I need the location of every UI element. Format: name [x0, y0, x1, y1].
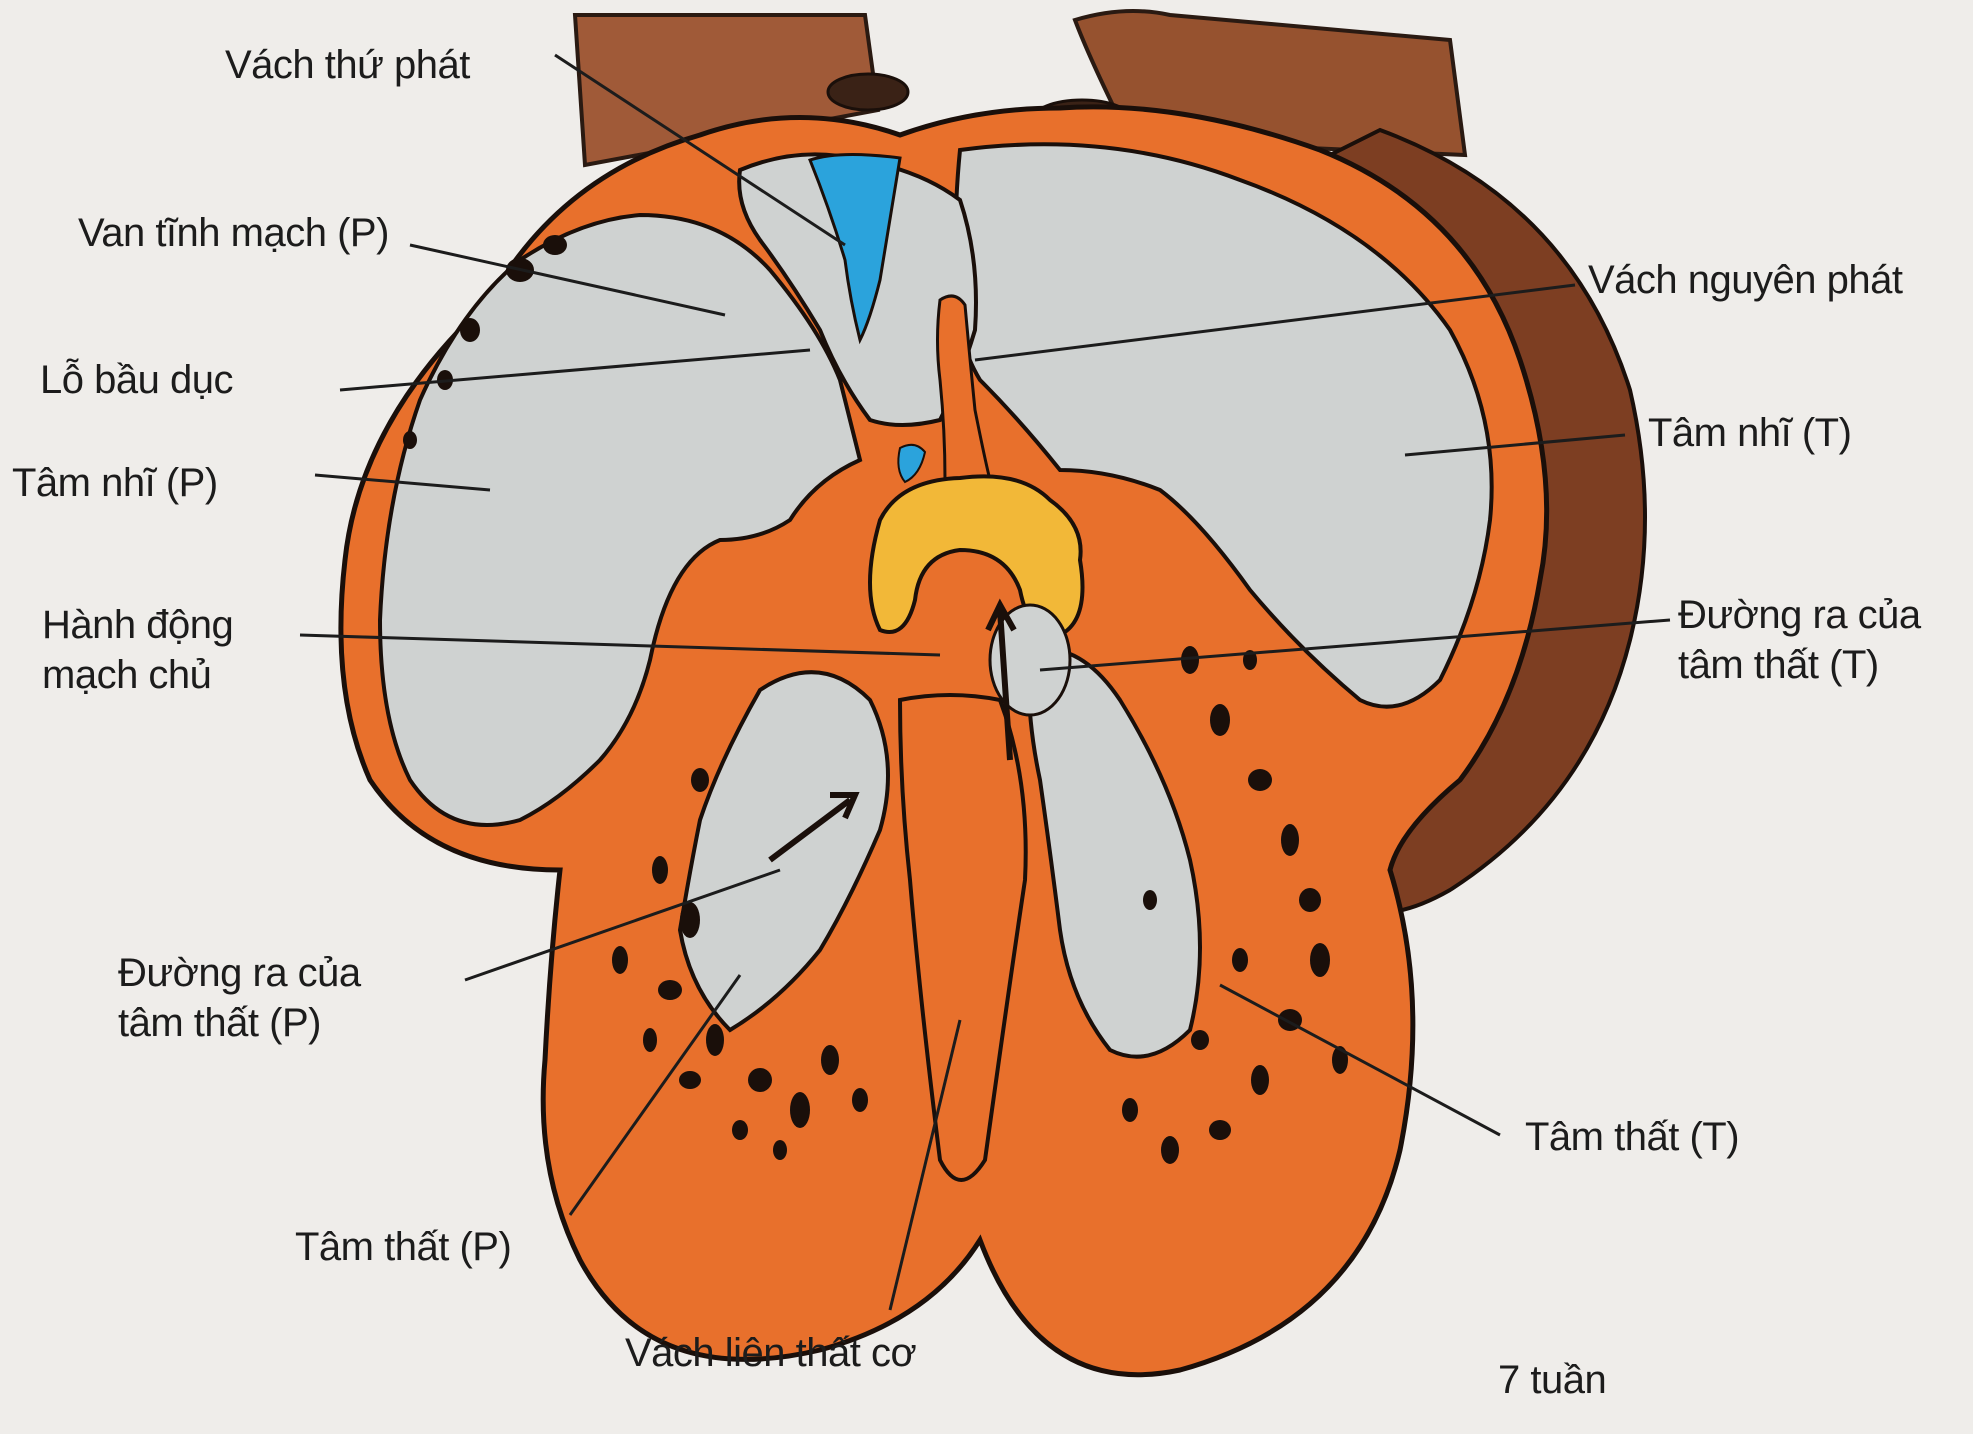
label-aortic-bulb: Hành động mạch chủ	[42, 600, 234, 700]
leader-right-atrium	[314, 473, 491, 492]
septum-blue-small	[897, 443, 927, 484]
label-right-venous-valve: Van tĩnh mạch (P)	[78, 211, 389, 255]
label-muscular-septum: Vách liên thất cơ	[625, 1331, 917, 1375]
atrial-wall-dots	[403, 235, 567, 449]
vessel-lumen-left	[826, 72, 910, 112]
leader-muscular-septum	[888, 1019, 962, 1311]
label-septum-secundum: Vách thứ phát	[225, 43, 470, 87]
leader-right-outflow	[464, 868, 781, 982]
label-left-outflow-line1: Đường ra của	[1678, 593, 1921, 637]
leader-septum-primum	[974, 283, 1576, 362]
label-foramen-ovale: Lỗ bầu dục	[40, 358, 233, 402]
label-left-outflow-line2: tâm thất (T)	[1678, 643, 1879, 687]
label-right-outflow: Đường ra của tâm thất (P)	[118, 948, 361, 1048]
label-aortic-bulb-line1: Hành động	[42, 603, 234, 647]
label-left-ventricle: Tâm thất (T)	[1525, 1115, 1740, 1159]
leader-aortic-bulb	[299, 633, 941, 657]
left-ventricle-trabeculae	[1122, 646, 1348, 1164]
left-ventricle-cavity	[1026, 646, 1202, 1059]
leader-left-atrium	[1404, 433, 1626, 457]
label-age: 7 tuần	[1498, 1358, 1607, 1402]
leader-foramen-ovale	[339, 348, 811, 392]
leader-right-venous-valve	[409, 243, 726, 317]
septum-primum	[936, 294, 992, 482]
leader-lines	[299, 53, 1671, 1311]
label-right-outflow-line2: tâm thất (P)	[118, 1001, 321, 1045]
outflow-arrow-right	[768, 792, 860, 863]
label-aortic-bulb-line2: mạch chủ	[42, 653, 212, 697]
leader-septum-secundum	[554, 53, 846, 247]
leader-left-ventricle	[1219, 983, 1501, 1137]
leader-right-ventricle	[568, 974, 742, 1216]
leader-left-outflow	[1039, 618, 1671, 672]
right-ventricle-trabeculae	[612, 768, 868, 1160]
outflow-arrow-left	[985, 598, 1017, 761]
label-left-outflow: Đường ra của tâm thất (T)	[1678, 590, 1921, 690]
left-atrium-cavity	[952, 142, 1494, 709]
aortic-outflow	[988, 603, 1072, 717]
label-left-atrium: Tâm nhĩ (T)	[1648, 411, 1852, 455]
label-right-atrium: Tâm nhĩ (P)	[12, 461, 218, 505]
label-right-ventricle: Tâm thất (P)	[295, 1225, 512, 1269]
label-septum-primum: Vách nguyên phát	[1588, 258, 1903, 302]
label-right-outflow-line1: Đường ra của	[118, 951, 361, 995]
